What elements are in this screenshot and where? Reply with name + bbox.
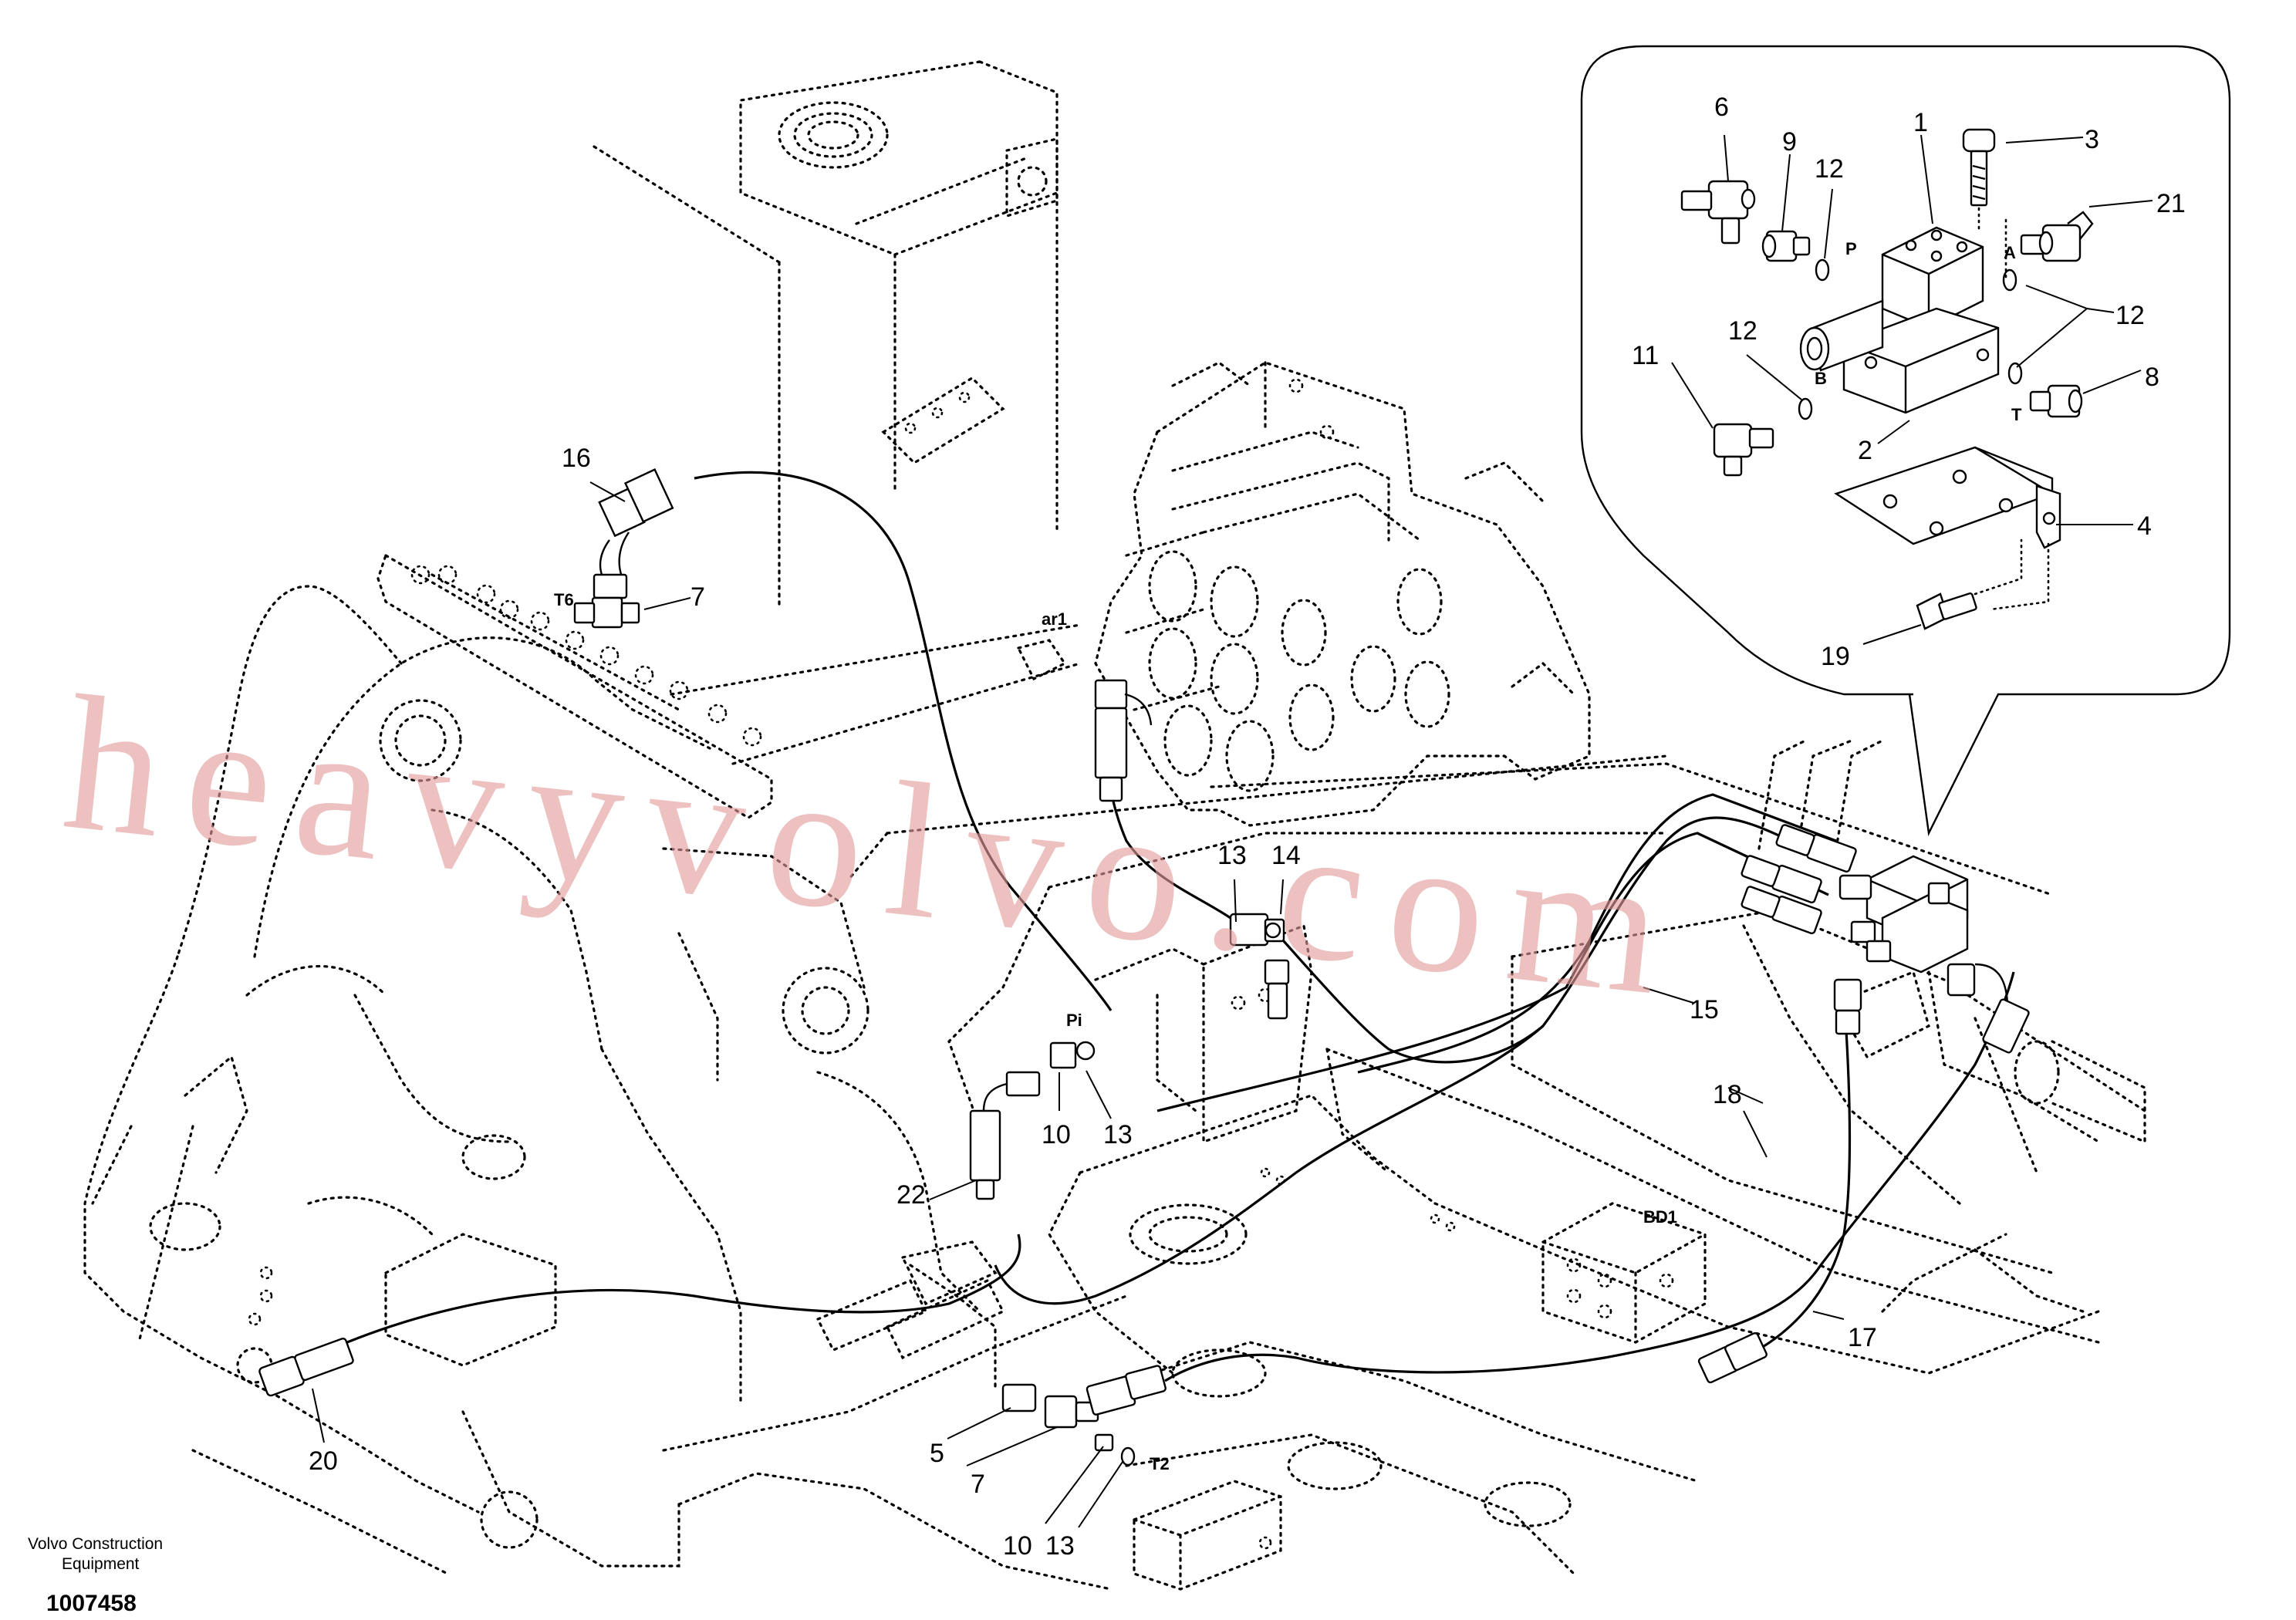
callout-7: 7: [690, 582, 705, 612]
callout-1: 1: [1913, 108, 1928, 137]
port-p: P: [1845, 239, 1857, 258]
port-ar1: ar1: [1042, 609, 1067, 629]
callout-13-bottom: 13: [1045, 1531, 1075, 1561]
callout-15: 15: [1690, 995, 1719, 1024]
port-t2: T2: [1150, 1454, 1170, 1473]
caption-company-line2: Equipment: [62, 1555, 140, 1573]
callout-3: 3: [2085, 125, 2099, 154]
callout-14: 14: [1271, 841, 1301, 870]
callout-4: 4: [2137, 511, 2152, 541]
callout-10-mid: 10: [1042, 1120, 1071, 1149]
detail-callout-bubble: [1580, 45, 2231, 836]
callout-17: 17: [1848, 1323, 1877, 1352]
main-control-valve: [1016, 361, 1591, 827]
callout-5: 5: [930, 1439, 944, 1468]
callout-12-c: 12: [1728, 316, 1757, 346]
callout-18: 18: [1713, 1080, 1742, 1109]
callout-2: 2: [1858, 436, 1872, 465]
callout-8: 8: [2145, 363, 2159, 392]
callout-20: 20: [309, 1446, 338, 1476]
port-b: B: [1815, 369, 1827, 388]
machine-frame: [83, 60, 2146, 1591]
port-labels: P A B T T6 ar1 Pi BD1 T2: [554, 239, 2022, 1473]
valve-block-t2: [1133, 1480, 1282, 1591]
callout-12-b: 12: [2115, 301, 2145, 330]
callout-7-bottom: 7: [971, 1470, 985, 1499]
leader-lines: [312, 481, 1845, 1528]
callout-10-bottom: 10: [1003, 1531, 1032, 1561]
caption-block: Volvo Construction Equipment 1007458: [28, 1535, 163, 1616]
callout-11: 11: [1632, 341, 1659, 370]
callout-13-top: 13: [1217, 841, 1247, 870]
callout-16: 16: [562, 444, 591, 473]
callout-12-a: 12: [1815, 154, 1844, 184]
callout-21: 21: [2156, 189, 2186, 218]
valve-block-bd1: [1541, 1202, 1707, 1344]
callout-9: 9: [1782, 127, 1797, 157]
port-pi: Pi: [1066, 1011, 1082, 1030]
fittings: [258, 468, 2030, 1466]
port-bd1: BD1: [1643, 1207, 1677, 1227]
callout-19: 19: [1821, 642, 1850, 671]
callout-6: 6: [1714, 93, 1729, 122]
pilot-manifold: [376, 553, 1082, 819]
callout-labels: 16 7 13 14 15 18 17 10 13 22 20 5 7 10 1…: [309, 93, 2186, 1561]
callout-22: 22: [896, 1180, 926, 1210]
callout-13-mid: 13: [1103, 1120, 1133, 1149]
caption-company-line1: Volvo Construction: [28, 1535, 163, 1553]
port-t6: T6: [554, 590, 574, 609]
port-a: A: [2004, 243, 2016, 262]
port-t: T: [2011, 405, 2022, 424]
watermark-text: heavyvolvo.com: [56, 656, 1695, 1038]
hoses: [346, 471, 2015, 1382]
drawing-number: 1007458: [46, 1591, 137, 1616]
